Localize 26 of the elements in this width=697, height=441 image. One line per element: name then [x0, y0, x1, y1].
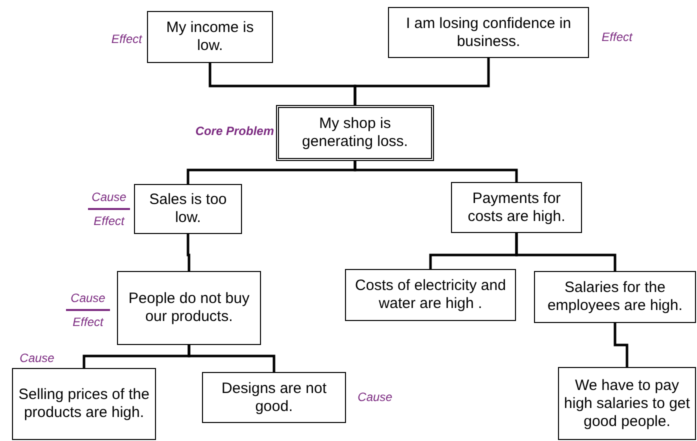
problem-box: Payments for costs are high.	[451, 182, 582, 233]
role-label: Effect	[602, 29, 632, 46]
role-label: Cause	[20, 350, 54, 367]
connector-line	[354, 161, 518, 182]
role-label: Effect	[94, 213, 124, 230]
problem-box: I am losing confidence in business.	[388, 7, 589, 58]
problem-box: Costs of electricity and water are high .	[345, 269, 516, 321]
connector-line	[186, 234, 190, 271]
role-label: Cause	[92, 189, 126, 206]
problem-box: Salaries for the employees are high.	[534, 271, 696, 323]
problem-box: My income is low.	[147, 11, 273, 63]
problem-box: People do not buy our products.	[117, 271, 261, 345]
problem-box: Selling prices of the products are high.	[12, 368, 156, 440]
role-label: Effect	[72, 314, 104, 331]
core-problem-box: My shop is generating loss.	[276, 105, 434, 161]
role-label: Core Problem	[195, 123, 274, 140]
connector-line	[188, 345, 276, 372]
role-label: Cause	[70, 290, 106, 307]
problem-box: Sales is too low.	[134, 184, 242, 234]
connector-line	[515, 233, 616, 271]
problem-box: Designs are not good.	[202, 372, 346, 423]
role-label: Effect	[111, 31, 142, 48]
connector-line	[354, 58, 490, 105]
problem-box: We have to pay high salaries to get good people.	[558, 367, 696, 440]
connector-line	[614, 323, 628, 367]
role-label: Cause	[358, 389, 392, 406]
